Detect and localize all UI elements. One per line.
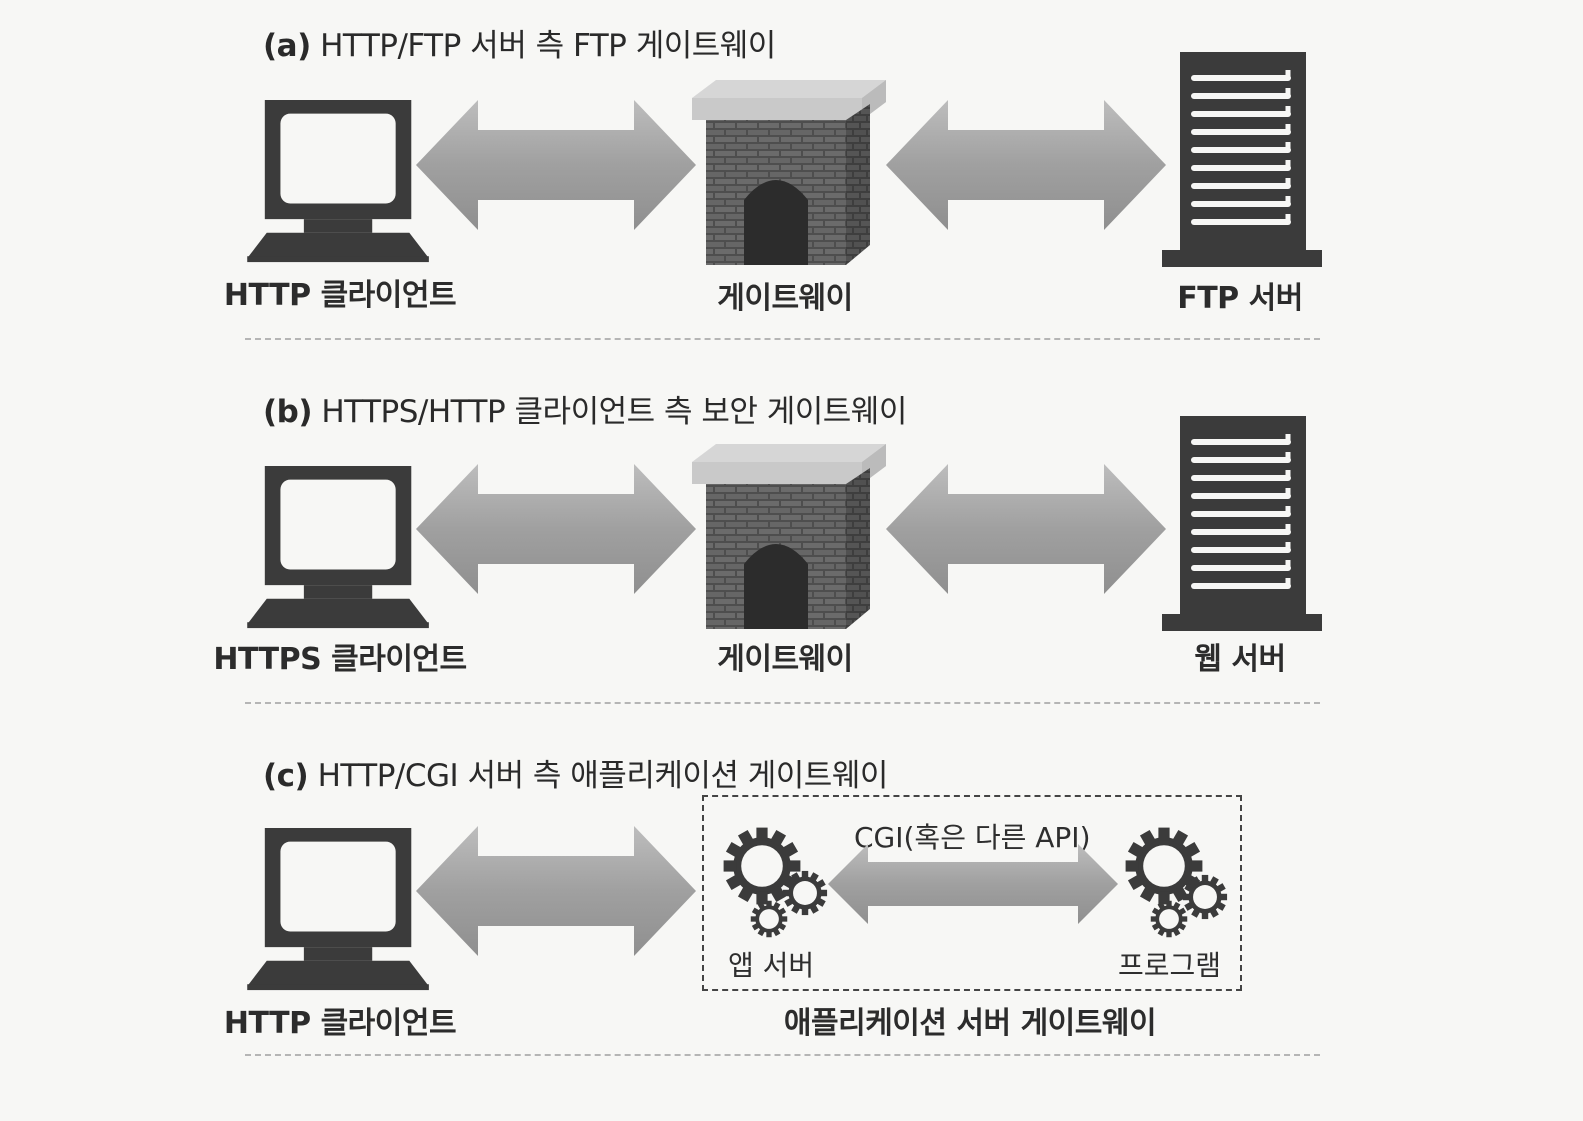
server-label: 웹 서버: [1194, 642, 1286, 677]
panel-tag: (a): [263, 28, 311, 64]
app-server-label: 앱 서버: [728, 949, 815, 982]
panel-title-text: HTTPS/HTTP 클라이언트 측 보안 게이트웨이: [321, 394, 907, 430]
server-label: FTP 서버: [1177, 281, 1303, 316]
computer-icon: [245, 828, 435, 994]
api-label: CGI(혹은 다른 API): [854, 821, 1091, 854]
panel-title-text: HTTP/FTP 서버 측 FTP 게이트웨이: [320, 28, 776, 64]
panel-tag: (b): [263, 394, 313, 430]
client-label: HTTP 클라이언트: [223, 278, 457, 313]
panel-title: (a) HTTP/FTP 서버 측 FTP 게이트웨이: [263, 20, 776, 65]
panel-title: (c) HTTP/CGI 서버 측 애플리케이션 게이트웨이: [263, 750, 888, 795]
divider: [245, 1054, 1320, 1056]
panel-a: (a) HTTP/FTP 서버 측 FTP 게이트웨이 HTTP 클라이언트 게…: [0, 0, 1583, 345]
panel-tag: (c): [263, 758, 309, 794]
program-label: 프로그램: [1118, 949, 1222, 982]
client-label: HTTPS 클라이언트: [213, 642, 467, 677]
double-arrow-icon: [828, 844, 1118, 924]
gears-icon: [1125, 827, 1228, 938]
application-gateway-box: [702, 795, 1242, 991]
divider: [245, 702, 1320, 704]
gears-icon: [723, 827, 828, 938]
panel-title-text: HTTP/CGI 서버 측 애플리케이션 게이트웨이: [317, 758, 889, 794]
panel-title: (b) HTTPS/HTTP 클라이언트 측 보안 게이트웨이: [263, 386, 907, 431]
gateway-box-label: 애플리케이션 서버 게이트웨이: [783, 1006, 1157, 1041]
client-label: HTTP 클라이언트: [223, 1006, 457, 1041]
divider: [245, 338, 1320, 340]
gateway-label: 게이트웨이: [717, 642, 853, 677]
double-arrow-icon: [416, 826, 696, 956]
gateway-label: 게이트웨이: [717, 281, 853, 316]
panel-b: (b) HTTPS/HTTP 클라이언트 측 보안 게이트웨이 HTTPS 클라…: [213, 386, 1583, 704]
